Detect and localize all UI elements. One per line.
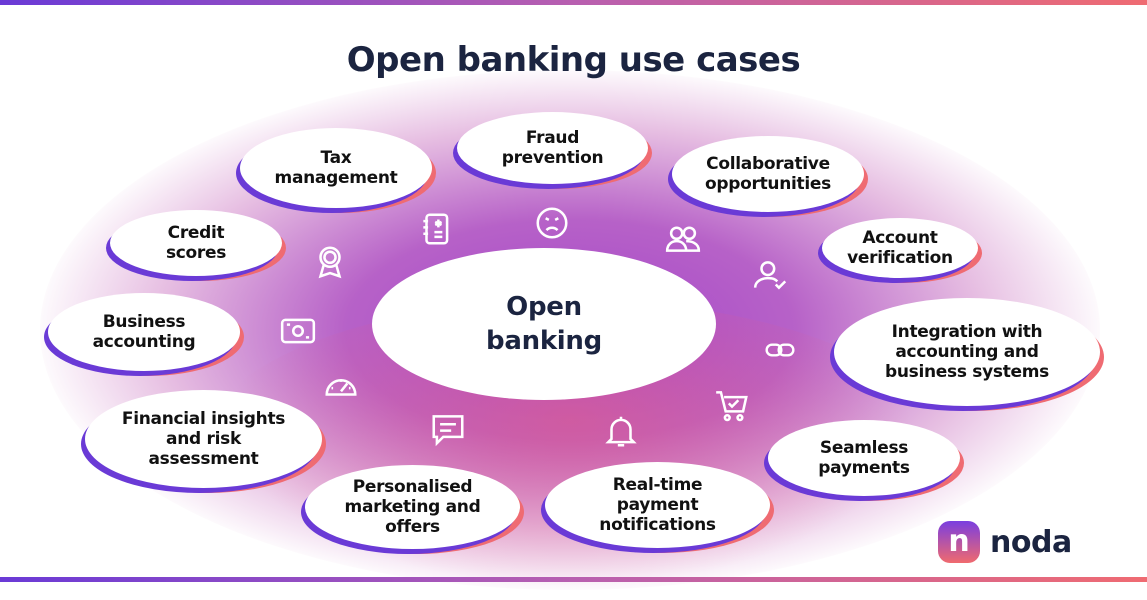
node-financial-insights: Financial insights and risk assessment xyxy=(85,390,322,488)
node-collaborative-opportunities: Collaborative opportunities xyxy=(672,136,864,212)
users-icon xyxy=(664,219,702,257)
tax-document-icon xyxy=(417,210,455,248)
cart-check-icon xyxy=(713,386,751,424)
node-integration: Integration with accounting and business… xyxy=(834,298,1100,406)
noda-logo: n noda xyxy=(938,521,1072,563)
bottom-accent-bar xyxy=(0,577,1147,582)
node-business-accounting: Business accounting xyxy=(48,293,240,371)
node-seamless-payments: Seamless payments xyxy=(768,420,960,496)
link-icon xyxy=(764,334,796,366)
top-accent-bar xyxy=(0,0,1147,5)
node-credit-scores: Credit scores xyxy=(110,210,282,276)
node-open-banking: Open banking xyxy=(372,248,716,400)
node-personalised-marketing: Personalised marketing and offers xyxy=(305,465,520,549)
noda-logo-mark: n xyxy=(938,521,980,563)
gauge-icon xyxy=(322,366,360,404)
node-real-time-notifications: Real-time payment notifications xyxy=(545,462,770,548)
user-check-icon xyxy=(752,256,790,294)
noda-logo-text: noda xyxy=(990,524,1072,560)
award-badge-icon xyxy=(311,243,349,281)
page-title: Open banking use cases xyxy=(346,40,801,80)
bell-icon xyxy=(602,412,640,450)
node-tax-management: Tax management xyxy=(240,128,432,208)
angry-face-icon xyxy=(533,204,571,242)
message-icon xyxy=(429,410,467,448)
banknote-icon xyxy=(279,312,317,350)
node-account-verification: Account verification xyxy=(822,218,978,278)
node-fraud-prevention: Fraud prevention xyxy=(457,112,648,184)
